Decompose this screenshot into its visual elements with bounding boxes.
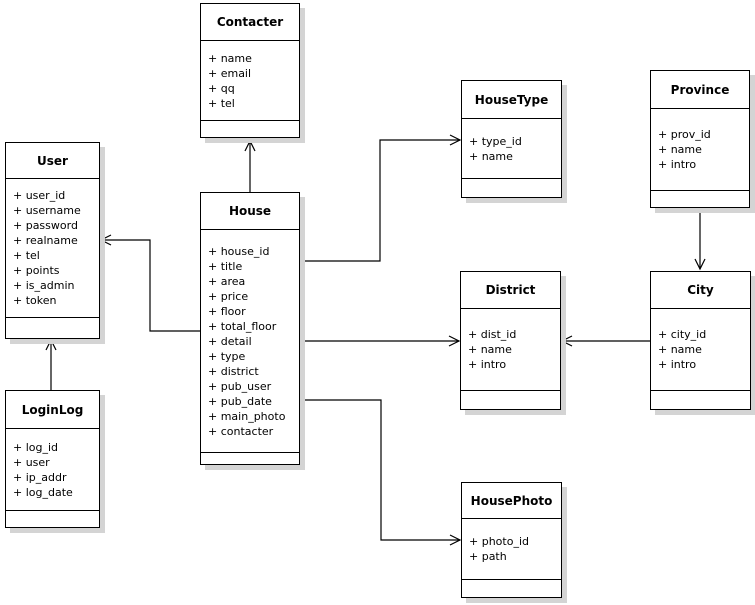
class-attribute: + intro xyxy=(658,158,697,171)
class-operations-empty xyxy=(6,511,99,527)
class-title-housetype: HouseType xyxy=(462,81,561,119)
class-contacter[interactable]: Contacter+ name+ email+ qq+ tel xyxy=(200,3,300,138)
class-operations-empty xyxy=(201,453,299,464)
class-attribute: + main_photo xyxy=(208,409,286,423)
class-operations-empty xyxy=(651,391,750,409)
class-operations-empty xyxy=(201,121,299,137)
class-attribute: + email xyxy=(208,66,252,80)
class-attribute: + user xyxy=(13,455,50,469)
class-housephoto[interactable]: HousePhoto + photo_id + path xyxy=(461,482,562,598)
class-attribute: + qq xyxy=(208,81,235,95)
class-city[interactable]: City + city_id + name + intro xyxy=(650,271,751,410)
class-attributes-contacter: + name+ email+ qq+ tel xyxy=(201,41,299,121)
class-operations-empty xyxy=(461,391,560,409)
class-user[interactable]: User + user_id + username + password + realn… xyxy=(5,142,100,339)
class-attributes-city: + city_id + name + intro xyxy=(651,309,750,391)
class-attribute: + floor xyxy=(208,304,246,318)
class-title-housephoto: HousePhoto xyxy=(462,483,561,519)
class-attribute: + user_id xyxy=(13,189,66,202)
class-operations-empty xyxy=(6,318,99,338)
class-house[interactable]: House+ house_id+ title+ area+ price+ flo… xyxy=(200,192,300,465)
class-attribute: + contacter xyxy=(208,424,274,438)
class-title-province: Province xyxy=(651,71,749,109)
class-attribute: + prov_id xyxy=(658,128,711,141)
class-loginlog[interactable]: LoginLog+ log_id+ user+ ip_addr+ log_dat… xyxy=(5,390,100,528)
class-attribute: + tel xyxy=(13,249,40,262)
class-attributes-house: + house_id+ title+ area+ price+ floor+ t… xyxy=(201,230,299,453)
class-attribute: + area xyxy=(208,274,246,288)
class-attributes-user: + user_id + username + password + realname +… xyxy=(6,179,99,318)
class-attribute: + pub_user xyxy=(208,379,272,393)
class-attribute: + title xyxy=(208,259,243,273)
class-attribute: + intro xyxy=(658,358,697,371)
class-operations-empty xyxy=(462,179,561,197)
class-attribute: + log_date xyxy=(13,485,73,499)
class-title-district: District xyxy=(461,272,560,309)
class-title-loginlog: LoginLog xyxy=(6,391,99,429)
class-attribute: + tel xyxy=(208,96,235,110)
class-attribute: + name xyxy=(469,149,513,163)
class-attribute: + realname xyxy=(13,234,78,247)
class-attribute: + name xyxy=(208,51,252,65)
class-attribute: + password xyxy=(13,219,78,232)
class-attribute: + city_id xyxy=(658,328,707,341)
class-attributes-housephoto: + photo_id + path xyxy=(462,519,561,580)
class-attribute: + ip_addr xyxy=(13,470,67,484)
class-attribute: + detail xyxy=(208,334,252,348)
class-attribute: + intro xyxy=(468,358,507,371)
class-attribute: + is_admin xyxy=(13,279,75,292)
class-attribute: + type xyxy=(208,349,246,363)
class-attribute: + name xyxy=(658,343,702,356)
class-operations-empty xyxy=(651,191,749,207)
class-attribute: + photo_id xyxy=(469,535,529,548)
class-province[interactable]: Province + prov_id + name + intro xyxy=(650,70,750,208)
class-attribute: + points xyxy=(13,264,60,277)
class-title-contacter: Contacter xyxy=(201,4,299,41)
class-attribute: + total_floor xyxy=(208,319,277,333)
class-attribute: + pub_date xyxy=(208,394,272,408)
class-title-house: House xyxy=(201,193,299,230)
class-title-city: City xyxy=(651,272,750,309)
class-operations-empty xyxy=(462,580,561,597)
connector-house-to-housetype xyxy=(300,134,462,262)
class-attribute: + log_id xyxy=(13,440,59,454)
class-housetype[interactable]: HouseType+ type_id+ name xyxy=(461,80,562,198)
class-attribute: + district xyxy=(208,364,259,378)
class-attribute: + path xyxy=(469,550,507,563)
class-attributes-housetype: + type_id+ name xyxy=(462,119,561,179)
class-attribute: + type_id xyxy=(469,134,522,148)
class-attribute: + name xyxy=(658,143,702,156)
class-attribute: + name xyxy=(468,343,512,356)
class-attributes-loginlog: + log_id+ user+ ip_addr+ log_date xyxy=(6,429,99,511)
class-title-user: User xyxy=(6,143,99,179)
class-district[interactable]: District + dist_id + name + intro xyxy=(460,271,561,410)
connector-house-to-housephoto xyxy=(300,399,462,546)
connector-house-to-user xyxy=(99,234,200,332)
class-attribute: + dist_id xyxy=(468,328,517,341)
class-attribute: + price xyxy=(208,289,249,303)
class-attributes-district: + dist_id + name + intro xyxy=(461,309,560,391)
class-attribute: + username xyxy=(13,204,81,217)
class-attribute: + token xyxy=(13,294,57,307)
class-attribute: + house_id xyxy=(208,244,270,258)
class-attributes-province: + prov_id + name + intro xyxy=(651,109,749,191)
